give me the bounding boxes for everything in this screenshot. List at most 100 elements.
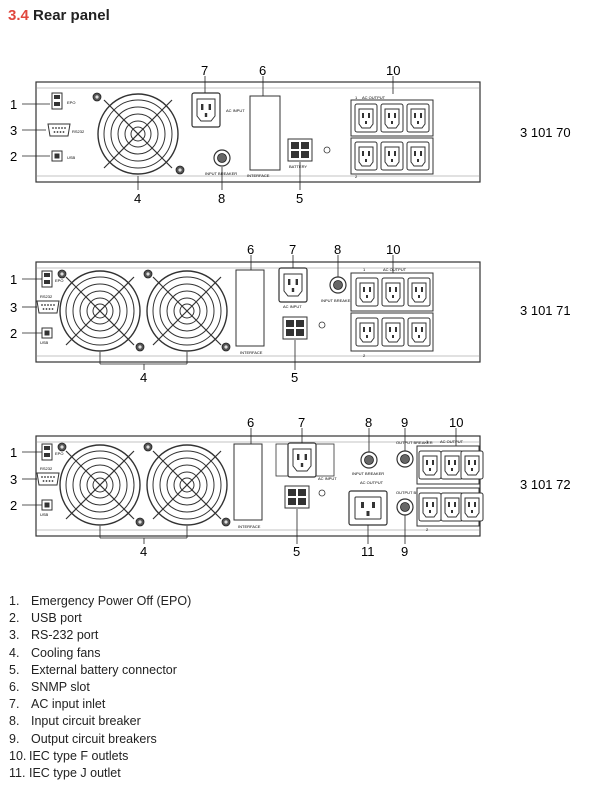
ground-icon: [323, 146, 331, 154]
input-breaker-icon: [213, 149, 231, 167]
callout-3: 3: [10, 123, 17, 138]
epo-label: EPO: [67, 100, 75, 105]
legend-item: 7.AC input inlet: [9, 696, 191, 713]
callout-4: 4: [140, 544, 147, 559]
input-breaker-label: INPUT BREAKER: [205, 171, 237, 176]
legend-text: External battery connector: [31, 662, 177, 677]
legend-item: 9. Output circuit breakers: [9, 731, 191, 748]
usb-port-icon: [51, 150, 63, 162]
callout-8: 8: [334, 242, 341, 257]
callout-7: 7: [201, 63, 208, 78]
screw-icon: [92, 92, 102, 102]
usb-port-icon: [41, 499, 53, 511]
epo-connector-icon: [41, 270, 53, 288]
input-breaker-label: INPUT BREAKER: [321, 298, 353, 303]
screw-icon: [221, 342, 231, 352]
legend-item: 6. SNMP slot: [9, 679, 191, 696]
legend-number: 4.: [9, 645, 20, 660]
legend-number: 7.: [9, 697, 20, 712]
interface-label: INTERFACE: [238, 524, 261, 529]
rs232-port-icon: [36, 300, 60, 314]
legend-text: RS-232 port: [31, 628, 99, 643]
iec-f-outlet-icon: [440, 450, 464, 480]
callout-6: 6: [247, 242, 254, 257]
legend-item: 11.IEC type J outlet: [9, 765, 191, 782]
legend-text: IEC type J outlet: [29, 766, 121, 781]
epo-label: EPO: [55, 278, 63, 283]
battery-connector-icon: [287, 138, 313, 162]
ac-input-inlet-icon: [191, 92, 221, 128]
legend-number: 2.: [9, 611, 20, 626]
callout-9-lower: 9: [401, 544, 408, 559]
ac-output-label: AC OUTPUT: [383, 267, 407, 272]
epo-connector-icon: [41, 443, 53, 461]
callout-1: 1: [10, 272, 17, 287]
legend-number: 9.: [9, 731, 20, 746]
screw-icon: [175, 165, 185, 175]
outlet-group-2-label: 2: [426, 527, 429, 532]
rs232-port-icon: [47, 123, 71, 137]
iec-f-outlet-icon: [440, 492, 464, 522]
legend-number: 8.: [9, 714, 20, 729]
callout-2: 2: [10, 149, 17, 164]
battery-connector-icon: [282, 316, 308, 340]
legend-number: 11.: [9, 766, 26, 781]
callout-3: 3: [10, 300, 17, 315]
model-number: 3 101 70: [520, 125, 571, 140]
usb-label: USB: [67, 155, 76, 160]
iec-f-outlet-icon: [418, 450, 442, 480]
usb-port-icon: [41, 327, 53, 339]
legend-text: Output circuit breakers: [31, 731, 157, 746]
iec-f-outlet-icon: [355, 277, 379, 307]
cooling-fan-icon: [146, 444, 228, 526]
battery-connector-icon: [284, 485, 310, 509]
ac-output-j-label: AC OUTPUT: [360, 480, 384, 485]
input-breaker-icon: [329, 276, 347, 294]
legend-item: 2. USB port: [9, 610, 191, 627]
callout-2: 2: [10, 498, 17, 513]
screw-icon: [135, 342, 145, 352]
callout-4: 4: [140, 370, 147, 385]
output-breaker-label: OUTPUT BREAKER: [396, 440, 433, 445]
legend-text: USB port: [31, 611, 82, 626]
rs232-label: RS232: [40, 466, 53, 471]
battery-label: BATTERY: [289, 164, 307, 169]
legend-item: 10.IEC type F outlets: [9, 748, 191, 765]
ac-input-label: AC INPUT: [283, 304, 302, 309]
iec-f-outlet-icon: [380, 141, 404, 171]
callout-1: 1: [10, 445, 17, 460]
section-number: 3.4: [8, 7, 29, 24]
ac-input-inlet-icon: [278, 267, 308, 303]
legend-number: 6.: [9, 680, 20, 695]
ac-input-label: AC INPUT: [226, 108, 245, 113]
callout-8: 8: [218, 191, 225, 206]
iec-f-outlet-icon: [381, 317, 405, 347]
iec-f-outlet-icon: [460, 450, 484, 480]
cooling-fan-icon: [59, 270, 141, 352]
panel-3-101-72: EPO RS232 USB INTERFACE AC INPUT INPUT B…: [10, 415, 571, 559]
callout-4: 4: [134, 191, 141, 206]
cooling-fan-icon: [146, 270, 228, 352]
usb-label: USB: [40, 512, 49, 517]
callout-2: 2: [10, 326, 17, 341]
epo-connector-icon: [51, 92, 63, 110]
legend-item: 4. Cooling fans: [9, 645, 191, 662]
legend-number: 3.: [9, 628, 20, 643]
legend-text: Cooling fans: [31, 645, 101, 660]
iec-f-outlet-icon: [418, 492, 442, 522]
legend-text: IEC type F outlets: [29, 748, 129, 763]
screw-icon: [57, 442, 67, 452]
iec-f-outlet-icon: [407, 277, 431, 307]
legend-list: 1.Emergency Power Off (EPO) 2.USB port 3…: [9, 593, 191, 782]
callout-8: 8: [365, 415, 372, 430]
rs232-label: RS232: [40, 294, 53, 299]
legend-text: Emergency Power Off (EPO): [31, 594, 192, 608]
outlet-group-1-label: 1: [355, 95, 358, 100]
callout-5: 5: [293, 544, 300, 559]
legend-text: SNMP slot: [31, 680, 90, 695]
screw-icon: [143, 269, 153, 279]
cooling-fan-icon: [97, 93, 179, 175]
rear-panel-drawings: EPO RS232 USB AC INPUT INPUT BREAKER INT…: [10, 63, 571, 559]
snmp-slot: [235, 269, 265, 347]
callout-10: 10: [449, 415, 463, 430]
